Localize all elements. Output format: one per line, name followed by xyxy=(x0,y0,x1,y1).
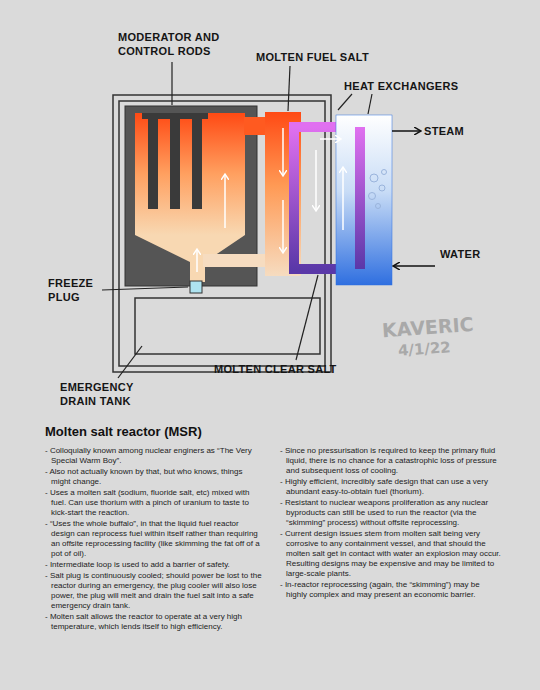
part-label: WATER xyxy=(440,247,480,261)
note-bullet: - Current design issues stem from molten… xyxy=(280,529,502,579)
note-bullet: - Uses a molten salt (sodium, fluoride s… xyxy=(45,488,263,518)
note-bullet: - “Uses the whole buffalo”, in that the … xyxy=(45,519,263,559)
note-bullet: - Molten salt allows the reactor to oper… xyxy=(45,612,263,632)
note-bullet: - Highly efficient, incredibly safe desi… xyxy=(280,477,502,497)
notes-column: - Since no pressurisation is required to… xyxy=(280,446,502,601)
diagram-title: Molten salt reactor (MSR) xyxy=(45,424,202,439)
part-label: MOLTEN CLEAR SALT xyxy=(214,362,337,376)
note-bullet: - Salt plug is continuously cooled; shou… xyxy=(45,571,263,611)
note-bullet: - Since no pressurisation is required to… xyxy=(280,446,502,476)
part-label: EMERGENCY DRAIN TANK xyxy=(60,380,150,408)
watermark: KAVERIC xyxy=(381,313,474,341)
note-bullet: - Colloquially known among nuclear engin… xyxy=(45,446,263,466)
part-label: STEAM xyxy=(424,124,464,138)
note-bullet: - In-reactor reprocessing (again, the “s… xyxy=(280,580,502,600)
notes-column: - Colloquially known among nuclear engin… xyxy=(45,446,263,633)
part-label: HEAT EXCHANGERS xyxy=(344,79,458,93)
note-bullet: - Intermediate loop is used to add a bar… xyxy=(45,560,263,570)
note-bullet: - Resistant to nuclear weapons prolifera… xyxy=(280,498,502,528)
part-label: MOLTEN FUEL SALT xyxy=(256,50,369,64)
part-label: FREEZE PLUG xyxy=(48,276,102,304)
note-bullet: - Also not actually known by that, but w… xyxy=(45,467,263,487)
part-label: MODERATOR AND CONTROL RODS xyxy=(118,30,230,58)
watermark: 4/1/22 xyxy=(397,338,451,360)
